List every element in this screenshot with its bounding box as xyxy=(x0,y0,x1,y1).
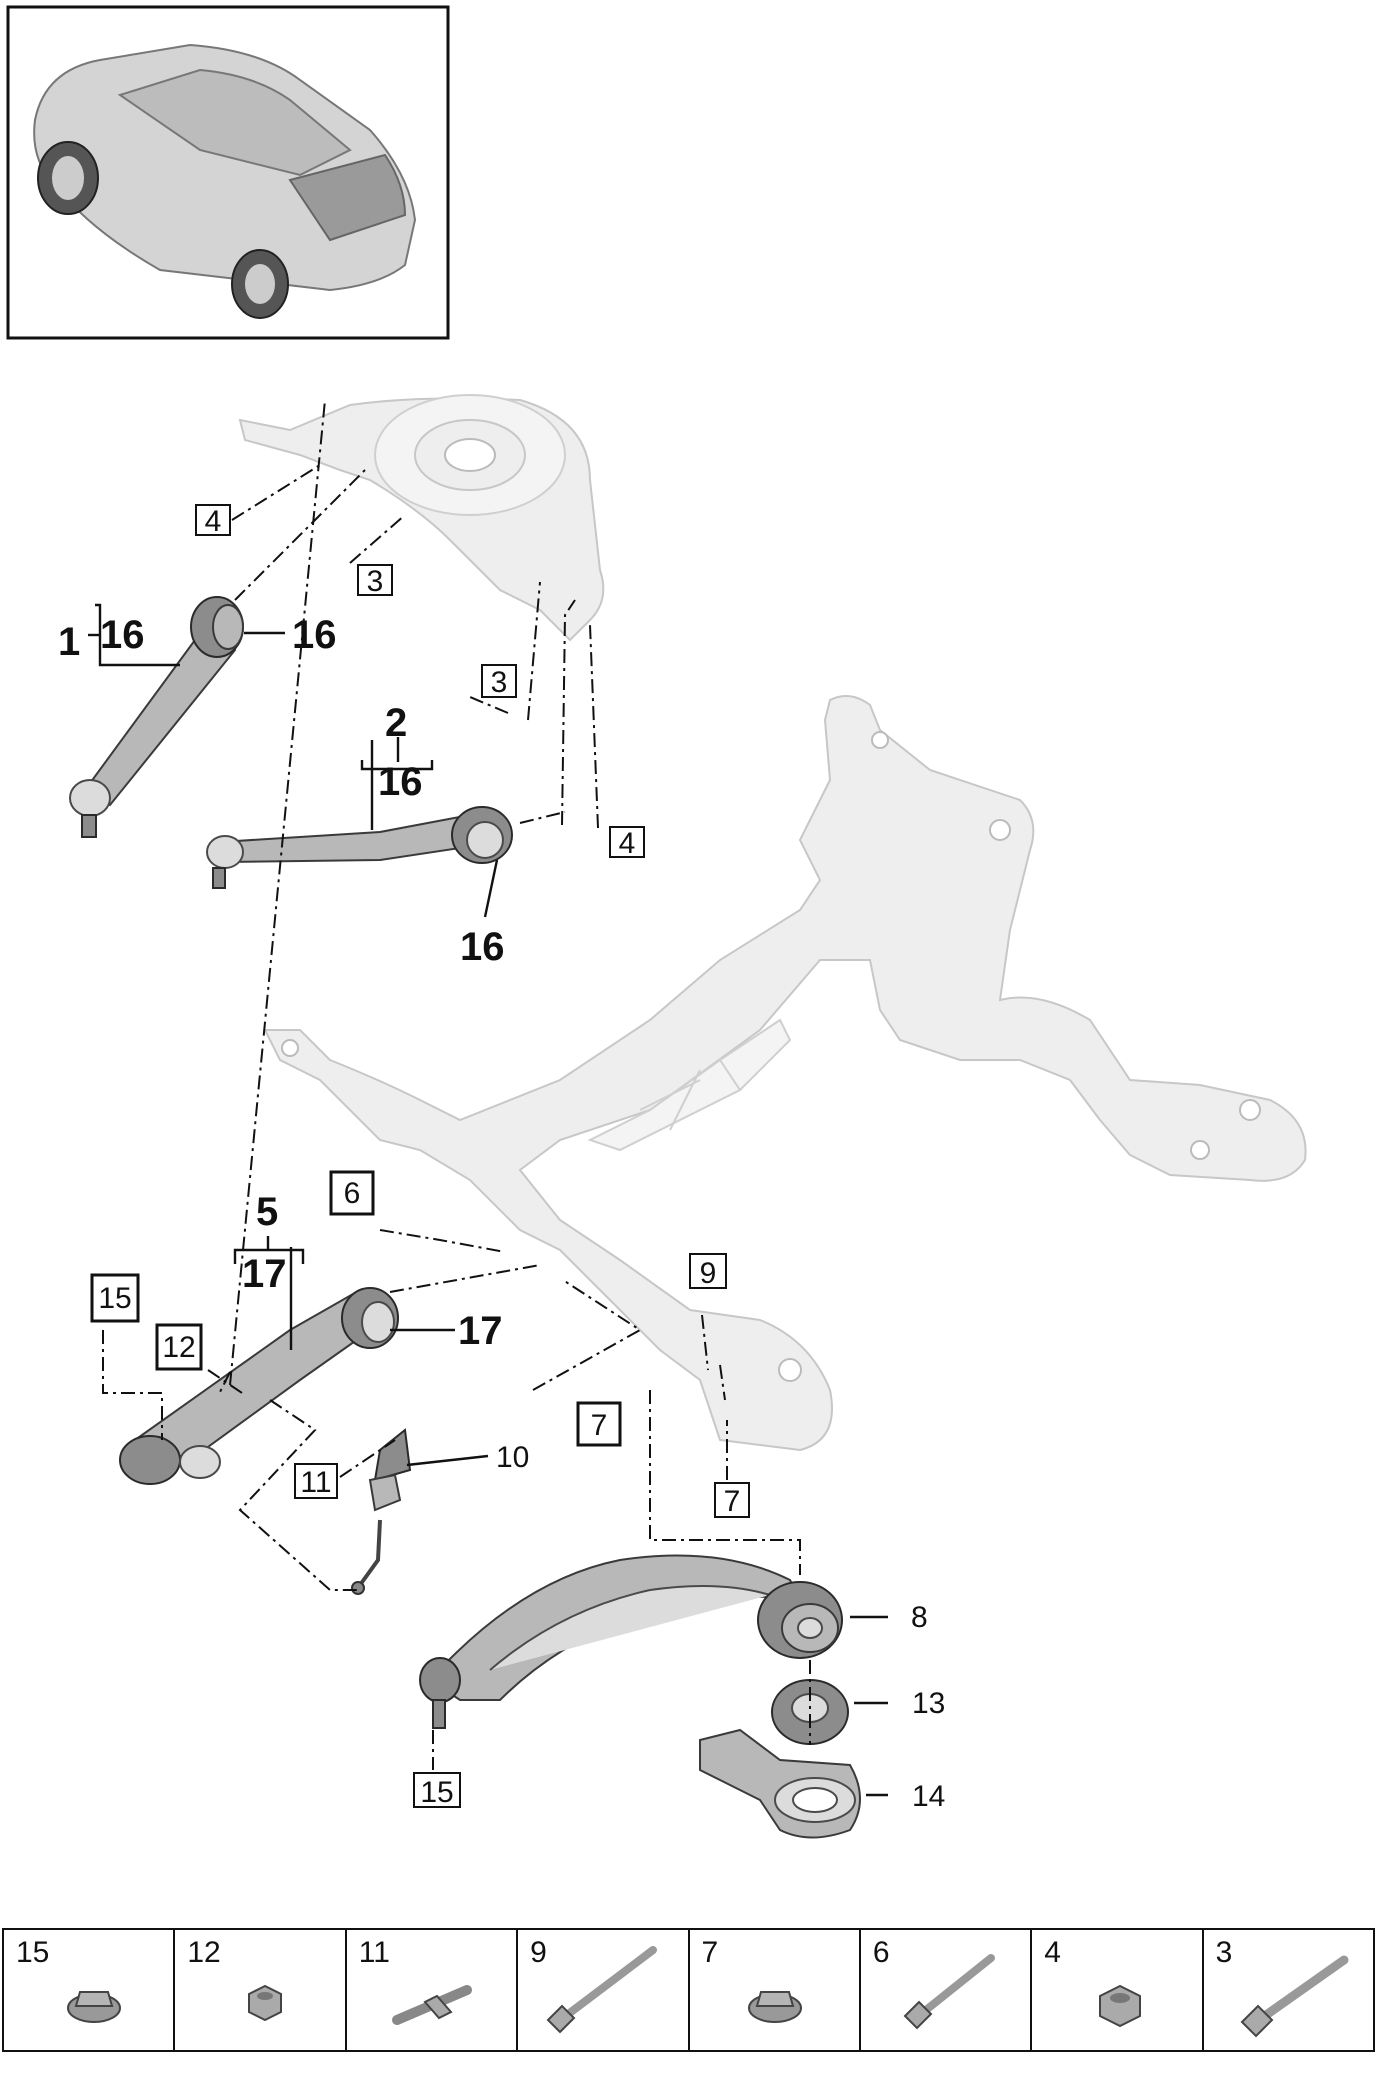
hardware-legend: 15 12 11 9 7 6 xyxy=(2,1928,1375,2052)
callout-box-3-mid: 3 xyxy=(481,664,517,699)
hex-nut-icon xyxy=(1099,1984,1142,2028)
flange-nut-icon xyxy=(747,1991,802,2023)
upper-control-arm-1 xyxy=(69,596,244,838)
car-illustration xyxy=(33,43,417,319)
legend-number: 3 xyxy=(1215,1936,1233,1969)
callout-16-b: 16 xyxy=(292,613,337,657)
callout-box-15-left: 15 xyxy=(90,1273,140,1323)
legend-cell: 6 xyxy=(861,1930,1033,2050)
legend-number: 7 xyxy=(701,1936,719,1969)
parts-diagram: 4 3 3 4 6 9 15 12 7 7 11 15 xyxy=(6,5,1307,1839)
svg-text:9: 9 xyxy=(700,1257,717,1290)
transverse-link-5 xyxy=(119,1287,399,1485)
upper-control-arm-2 xyxy=(206,806,513,889)
legend-cell: 4 xyxy=(1032,1930,1204,2050)
callout-box-15-bottom: 15 xyxy=(413,1772,461,1809)
strut-mount-bracket xyxy=(238,394,605,642)
svg-text:4: 4 xyxy=(205,505,222,538)
callout-box-6: 6 xyxy=(329,1170,375,1216)
legend-cell: 7 xyxy=(690,1930,861,2050)
svg-text:3: 3 xyxy=(491,666,508,699)
svg-text:7: 7 xyxy=(724,1485,741,1518)
callout-1: 1 xyxy=(58,620,80,664)
legend-number: 12 xyxy=(187,1936,221,1969)
legend-number: 11 xyxy=(358,1936,390,1969)
callout-2: 2 xyxy=(385,701,407,745)
legend-cell: 11 xyxy=(347,1930,519,2050)
legend-cell: 12 xyxy=(175,1930,347,2050)
legend-number: 15 xyxy=(16,1936,50,1969)
callout-16-a: 16 xyxy=(100,613,145,657)
svg-text:12: 12 xyxy=(162,1331,195,1364)
callout-box-9: 9 xyxy=(689,1253,727,1290)
hex-nut-icon xyxy=(248,1984,283,2022)
svg-text:4: 4 xyxy=(619,827,636,860)
callout-10: 10 xyxy=(496,1441,529,1474)
leader-lines xyxy=(88,399,888,1797)
callout-17-a: 17 xyxy=(242,1252,287,1296)
callout-16-c: 16 xyxy=(378,760,423,804)
callout-box-4-top: 4 xyxy=(195,504,231,538)
legend-cell: 3 xyxy=(1204,1930,1373,2050)
wishbone-8 xyxy=(419,1554,843,1729)
callout-box-3-top: 3 xyxy=(357,564,393,598)
callout-5: 5 xyxy=(256,1190,278,1234)
callout-box-7-left: 7 xyxy=(576,1401,622,1447)
legend-number: 6 xyxy=(872,1936,890,1969)
svg-text:6: 6 xyxy=(344,1177,361,1210)
callout-17-b: 17 xyxy=(458,1309,503,1353)
callout-13: 13 xyxy=(912,1687,945,1720)
callout-14: 14 xyxy=(912,1780,945,1813)
front-subframe xyxy=(263,695,1307,1452)
legend-number: 4 xyxy=(1044,1936,1061,1969)
svg-text:15: 15 xyxy=(420,1776,453,1809)
legend-cell: 15 xyxy=(4,1930,176,2050)
callout-16-d: 16 xyxy=(460,925,505,969)
svg-text:11: 11 xyxy=(300,1466,331,1499)
bolt-icon xyxy=(903,1954,995,2030)
bolt-icon xyxy=(1240,1955,1349,2038)
callout-box-12: 12 xyxy=(155,1323,203,1371)
bracket-14 xyxy=(699,1728,861,1839)
callout-box-11: 11 xyxy=(294,1463,338,1499)
svg-text:3: 3 xyxy=(367,565,384,598)
vehicle-overview-inset xyxy=(6,5,450,340)
legend-number: 9 xyxy=(530,1936,547,1969)
svg-text:15: 15 xyxy=(98,1282,131,1315)
callout-box-7-right: 7 xyxy=(714,1482,750,1518)
flange-nut-icon xyxy=(67,1991,121,2023)
legend-cell: 9 xyxy=(518,1930,690,2050)
svg-text:7: 7 xyxy=(591,1409,608,1442)
stud-bolt-icon xyxy=(391,1985,472,2025)
ride-height-sensor-10 xyxy=(351,1428,412,1595)
long-bolt-icon xyxy=(546,1946,658,2034)
callout-8: 8 xyxy=(911,1601,928,1634)
callout-box-4-right: 4 xyxy=(609,826,645,860)
